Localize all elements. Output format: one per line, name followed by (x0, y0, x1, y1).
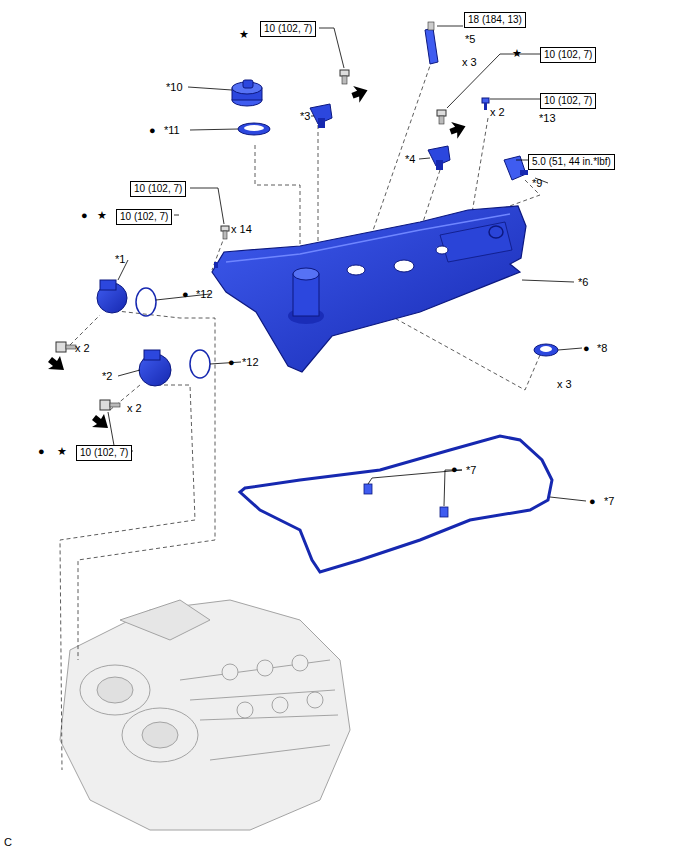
symbol-mark: ● (81, 209, 88, 222)
torque-value: 10 (102, 7) (120, 211, 168, 222)
torque-spec-box: 10 (102, 7) (540, 93, 596, 109)
torque-value: 5.0 (51, 44 in.*lbf) (532, 156, 611, 167)
callout-number: *9 (532, 177, 542, 190)
quantity-label: x 3 (557, 378, 572, 391)
symbol-mark: ● (38, 445, 45, 458)
symbol-mark: ★ (239, 28, 249, 41)
quantity-label: x 2 (75, 342, 90, 355)
callout-number: *13 (539, 112, 556, 125)
callout-number: *12 (196, 288, 213, 301)
callout-number: *3 (300, 110, 310, 123)
quantity-label: x 2 (127, 402, 142, 415)
quantity-label: x 14 (231, 223, 252, 236)
torque-spec-box: 18 (184, 13) (464, 12, 526, 28)
torque-value: 10 (102, 7) (134, 183, 182, 194)
torque-value: 10 (102, 7) (544, 49, 592, 60)
symbol-mark: ★ (57, 445, 67, 458)
torque-spec-box: 10 (102, 7) (540, 47, 596, 63)
callout-number: *12 (242, 356, 259, 369)
torque-spec-box: 10 (102, 7) (116, 209, 172, 225)
callout-number: *7 (604, 495, 614, 508)
symbol-mark: ★ (512, 47, 522, 60)
callout-number: *8 (597, 342, 607, 355)
torque-value: 10 (102, 7) (80, 447, 128, 458)
torque-value: 10 (102, 7) (264, 23, 312, 34)
quantity-label: x 2 (490, 106, 505, 119)
symbol-mark: ● (589, 495, 596, 508)
callout-number: *10 (166, 81, 183, 94)
torque-spec-box: 10 (102, 7) (76, 445, 132, 461)
torque-value: 18 (184, 13) (468, 14, 522, 25)
callout-number: *6 (578, 276, 588, 289)
callout-number: *7 (466, 464, 476, 477)
callout-number: *2 (102, 370, 112, 383)
symbol-mark: ● (228, 356, 235, 369)
quantity-label: x 3 (462, 56, 477, 69)
symbol-mark: ● (583, 342, 590, 355)
torque-spec-box: 10 (102, 7) (260, 21, 316, 37)
symbol-mark: ★ (97, 209, 107, 222)
figure-code: C (4, 836, 12, 849)
symbol-mark: ● (451, 463, 458, 476)
callout-number: *1 (115, 253, 125, 266)
symbol-mark: ● (149, 124, 156, 137)
torque-spec-box: 5.0 (51, 44 in.*lbf) (528, 154, 615, 170)
callout-number: *4 (405, 153, 415, 166)
torque-spec-box: 10 (102, 7) (130, 181, 186, 197)
callout-number: *5 (465, 33, 475, 46)
symbol-mark: ● (182, 288, 189, 301)
torque-value: 10 (102, 7) (544, 95, 592, 106)
callout-number: *11 (164, 124, 180, 137)
